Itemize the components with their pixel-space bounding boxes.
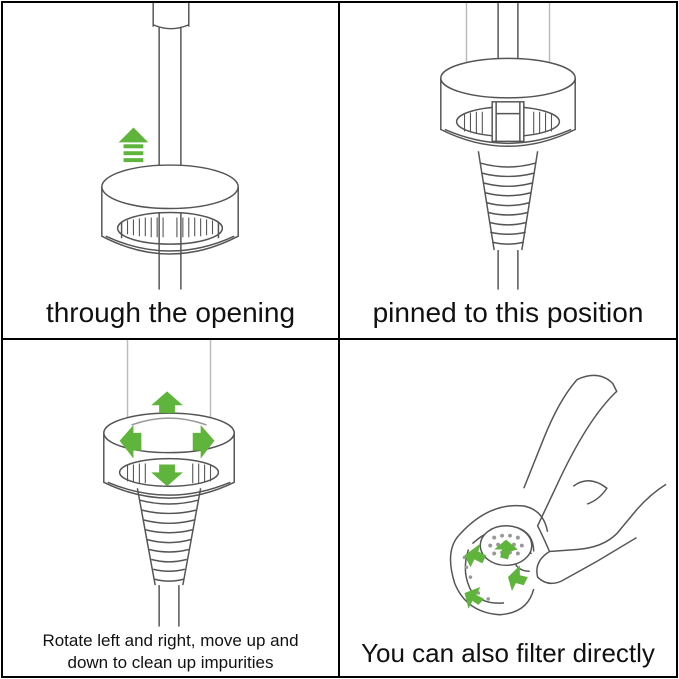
caption-filter-directly: You can also filter directly — [361, 638, 655, 668]
hand-icon — [513, 374, 667, 585]
panel-4-illustration — [449, 374, 667, 616]
hose-cone-icon — [477, 151, 539, 290]
filter-ring-icon — [101, 164, 239, 255]
panel-through-opening: through the opening — [1, 1, 340, 340]
rotate-arrows-icon — [119, 391, 215, 487]
panel-1-illustration — [101, 3, 239, 290]
filter-ring-icon — [440, 57, 576, 147]
hose-cone-icon — [136, 488, 202, 627]
caption-pinned-position: pinned to this position — [372, 297, 644, 328]
caption-line-1: Rotate left and right, move up and — [42, 631, 299, 650]
panel-filter-directly: You can also filter directly — [338, 338, 678, 678]
caption-through-opening: through the opening — [45, 297, 296, 328]
panel-3-illustration — [103, 340, 235, 627]
rotate-arrows-icon — [464, 539, 528, 609]
filter-ring-icon — [449, 504, 549, 616]
up-arrow-icon — [118, 127, 149, 163]
caption-rotate-clean: Rotate left and right, move up and down … — [3, 630, 338, 674]
caption-line-2: down to clean up impurities — [67, 653, 274, 672]
faucet-pipe-icon — [152, 3, 190, 290]
panel-2-illustration — [440, 3, 576, 290]
filter-ring-icon — [103, 412, 235, 499]
panel-rotate-clean: Rotate left and right, move up and down … — [1, 338, 340, 678]
panel-pinned-position: pinned to this position — [338, 1, 678, 340]
